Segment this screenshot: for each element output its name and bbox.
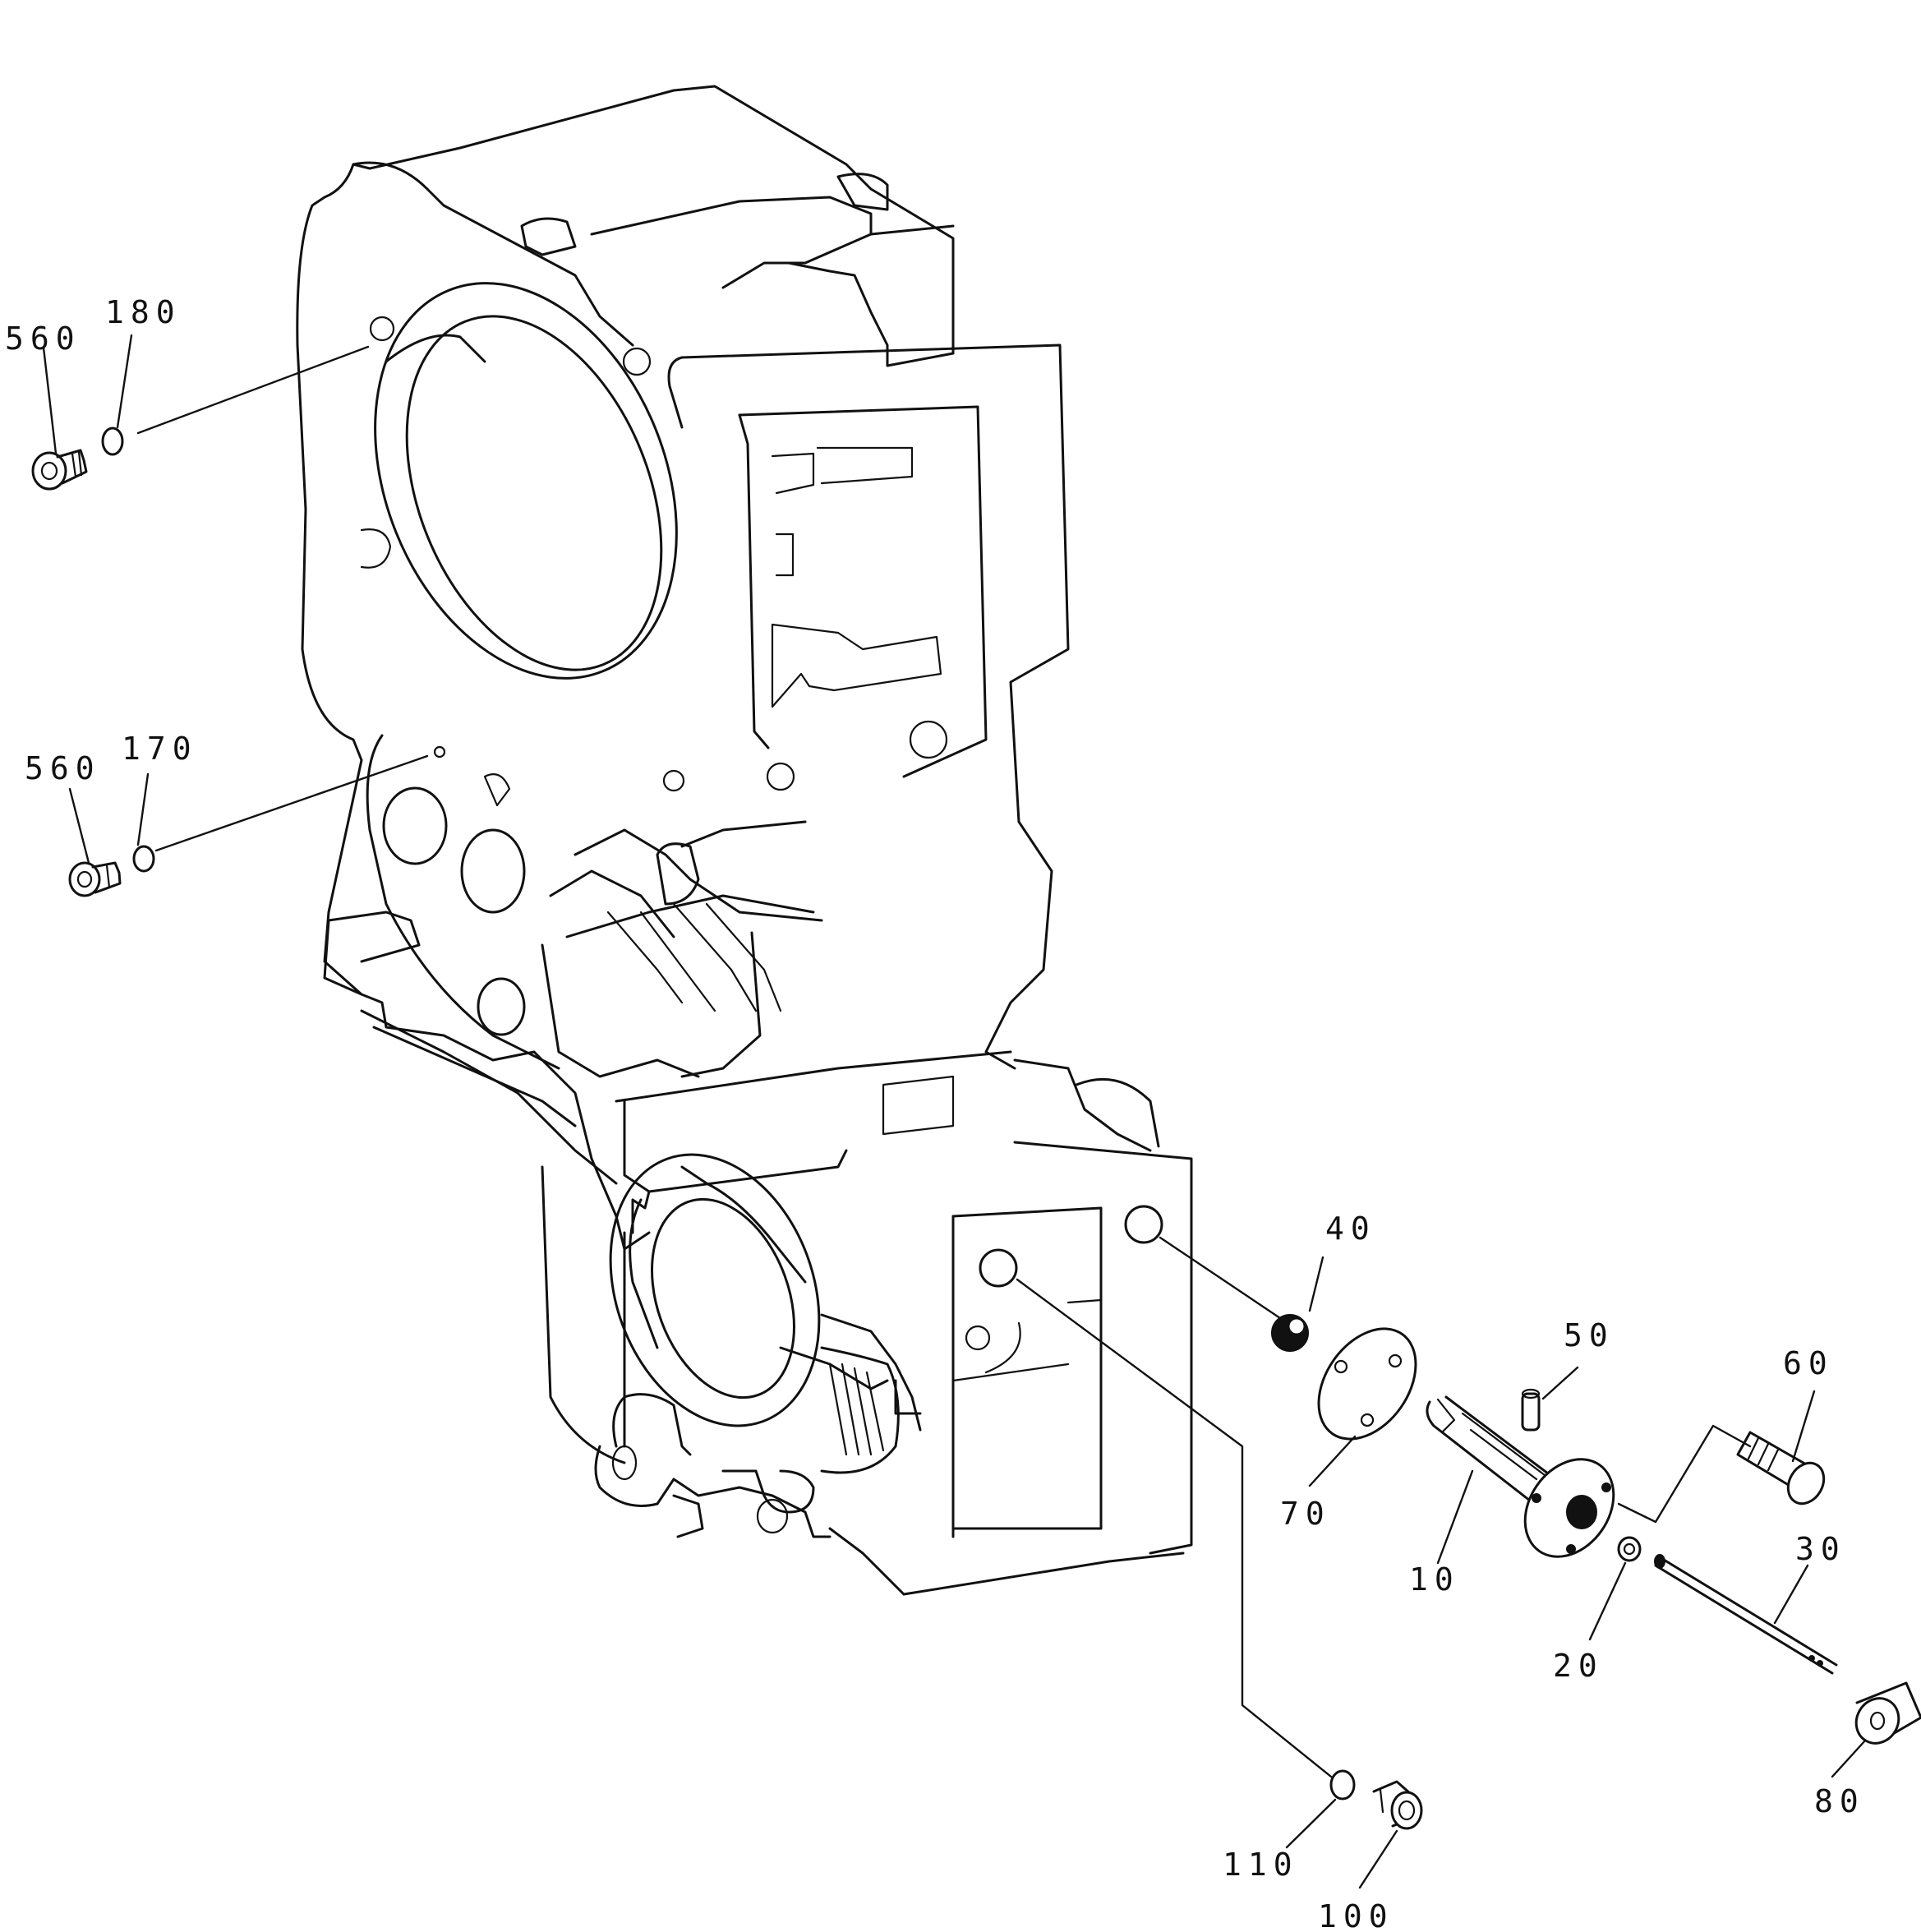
- leader-40: [1308, 1256, 1324, 1312]
- part-30-rod-icon: [1654, 1554, 1838, 1675]
- callout-560-upper: 560: [5, 320, 81, 357]
- callout-560-lower: 560: [25, 750, 101, 786]
- callout-70: 70: [1280, 1496, 1331, 1532]
- part-170-o-ring-icon: [132, 845, 155, 873]
- callout-170: 170: [122, 731, 198, 767]
- leader-30: [1773, 1564, 1809, 1625]
- callout-10: 10: [1409, 1561, 1460, 1598]
- part-70-plate-icon: [1317, 1327, 1417, 1441]
- transmission-housing: [296, 85, 1193, 1596]
- callout-110: 110: [1223, 1847, 1299, 1883]
- leader-560-upper: [42, 346, 58, 455]
- part-560-upper-bolt-icon: [31, 449, 88, 491]
- leader-lines: [42, 334, 1867, 1889]
- callout-60: 60: [1783, 1345, 1834, 1381]
- callout-20: 20: [1553, 1648, 1604, 1684]
- callout-80: 80: [1814, 1783, 1865, 1819]
- leader-60-to-shaft: [1617, 1424, 1752, 1524]
- part-560-lower-bolt-icon: [68, 861, 122, 897]
- leader-20: [1588, 1561, 1627, 1641]
- part-80-cap-icon: [1854, 1681, 1921, 1745]
- leader-70: [1308, 1435, 1357, 1487]
- leader-170-to-housing: [154, 754, 429, 852]
- part-20-washer-icon: [1617, 1536, 1642, 1562]
- part-50-pin-icon: [1521, 1388, 1541, 1432]
- part-40-nut-icon: [1271, 1314, 1309, 1352]
- part-110-o-ring-icon: [1329, 1769, 1356, 1801]
- leader-50: [1541, 1366, 1579, 1400]
- leader-180-to-housing: [136, 345, 370, 435]
- callout-180: 180: [105, 294, 182, 330]
- leader-80: [1831, 1739, 1867, 1778]
- part-10-shaft-icon: [1426, 1395, 1615, 1558]
- leader-60: [1791, 1390, 1816, 1463]
- callout-50: 50: [1564, 1317, 1615, 1353]
- callout-40: 40: [1325, 1210, 1376, 1247]
- part-60-bolt-icon: [1736, 1431, 1826, 1505]
- leader-110-to-housing: [1016, 1278, 1333, 1778]
- leader-110: [1285, 1798, 1337, 1849]
- leader-180: [116, 334, 133, 429]
- leader-100: [1358, 1829, 1398, 1889]
- leader-170: [136, 772, 150, 846]
- callout-30: 30: [1795, 1531, 1846, 1567]
- callout-100: 100: [1318, 1898, 1394, 1932]
- callout-labels: 560 180 560 170 40 50 60 70 10 30 20 80 …: [5, 294, 1865, 1932]
- part-100-plug-icon: [1372, 1780, 1423, 1830]
- leader-40-to-housing: [1159, 1236, 1282, 1320]
- leader-10: [1436, 1469, 1474, 1565]
- leader-560-lower: [68, 787, 90, 865]
- part-180-o-ring-icon: [101, 427, 124, 456]
